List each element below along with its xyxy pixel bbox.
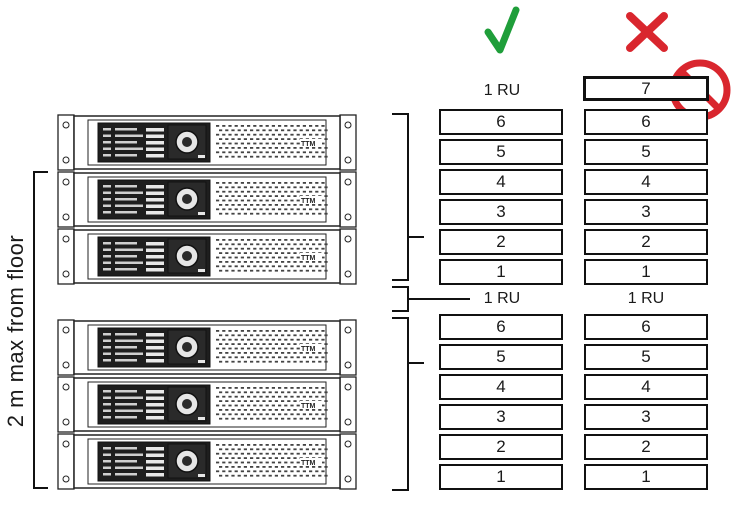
- incorrect-lower-slots-slot: 3: [584, 404, 708, 430]
- incorrect-lower-slots-slot: 1: [584, 464, 708, 490]
- correct-upper-slots-slot: 6: [439, 109, 563, 135]
- gap-bracket: [392, 286, 470, 312]
- incorrect-slot-7: 7: [583, 76, 709, 101]
- correct-middle-gap-label: 1 RU: [483, 290, 521, 307]
- correct-lower-slots-slot: 6: [439, 314, 563, 340]
- correct-lower-slots-slot: 4: [439, 374, 563, 400]
- incorrect-lower-slots-slot: 6: [584, 314, 708, 340]
- amplifier-unit: TTM: [57, 171, 357, 228]
- correct-upper-slots-slot: 2: [439, 229, 563, 255]
- correct-lower-slots-slot: 2: [439, 434, 563, 460]
- incorrect-upper-slots-slot: 1: [584, 259, 708, 285]
- incorrect-lower-slots-slot: 2: [584, 434, 708, 460]
- brand-logo: TTM: [301, 255, 316, 262]
- brand-logo: TTM: [301, 346, 316, 353]
- lower-group-bracket: [392, 317, 424, 491]
- incorrect-upper-slots-slot: 3: [584, 199, 708, 225]
- amplifier-unit: TTM: [57, 433, 357, 490]
- correct-lower-slots-slot: 3: [439, 404, 563, 430]
- incorrect-lower-slots-slot: 5: [584, 344, 708, 370]
- cross-icon: [626, 12, 668, 52]
- brand-logo: TTM: [301, 460, 316, 467]
- correct-lower-slots-slot: 1: [439, 464, 563, 490]
- incorrect-upper-slots-slot: 4: [584, 169, 708, 195]
- incorrect-middle-gap-label: 1 RU: [627, 290, 665, 307]
- correct-upper-slots-slot: 1: [439, 259, 563, 285]
- correct-upper-slots-slot: 4: [439, 169, 563, 195]
- incorrect-lower-slots-slot: 4: [584, 374, 708, 400]
- brand-logo: TTM: [301, 141, 316, 148]
- correct-top-gap-label: 1 RU: [483, 82, 521, 99]
- amplifier-stack: TTM TTM TTM TTM TTM TTM: [57, 114, 357, 490]
- upper-group-bracket: [392, 113, 424, 281]
- floor-bracket: [33, 171, 48, 489]
- correct-upper-slots-slot: 3: [439, 199, 563, 225]
- amplifier-unit: TTM: [57, 376, 357, 433]
- correct-upper-slots-slot: 5: [439, 139, 563, 165]
- check-icon: [484, 6, 520, 54]
- floor-height-text: 2 m max from floor: [3, 234, 28, 428]
- amplifier-unit: TTM: [57, 319, 357, 376]
- correct-lower-slots-slot: 5: [439, 344, 563, 370]
- brand-logo: TTM: [301, 198, 316, 205]
- incorrect-upper-slots-slot: 2: [584, 229, 708, 255]
- amplifier-unit: TTM: [57, 228, 357, 285]
- incorrect-upper-slots-slot: 6: [584, 109, 708, 135]
- amplifier-unit: TTM: [57, 114, 357, 171]
- floor-height-label: 2 m max from floor: [2, 172, 30, 490]
- incorrect-upper-slots-slot: 5: [584, 139, 708, 165]
- brand-logo: TTM: [301, 403, 316, 410]
